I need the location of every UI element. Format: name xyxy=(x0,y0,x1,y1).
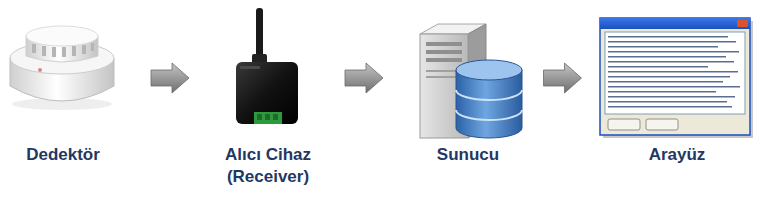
software-window-part xyxy=(608,51,739,53)
flow-arrow xyxy=(544,63,582,93)
smoke-detector-part xyxy=(62,47,66,57)
software-window-part xyxy=(608,106,732,108)
receiver-device-part xyxy=(256,8,263,60)
software-window-part xyxy=(608,101,727,103)
software-window-part xyxy=(608,36,728,38)
device-label: Arayüz xyxy=(597,144,757,166)
smoke-detector-part xyxy=(42,46,46,56)
software-window-part xyxy=(605,32,745,114)
smoke-detector-part xyxy=(91,43,94,51)
receiver-device xyxy=(236,8,298,124)
software-window-part xyxy=(608,36,740,108)
software-window-part xyxy=(608,41,736,43)
device-node: Alıcı Cihaz (Receiver) xyxy=(216,18,320,192)
software-window-part xyxy=(608,96,735,98)
smoke-detector-part xyxy=(32,44,36,53)
device-node: Dedektör xyxy=(2,18,124,170)
server-database-part xyxy=(426,58,462,62)
smoke-detector xyxy=(10,26,114,110)
receiver-device-part xyxy=(273,114,278,120)
smoke-detector-part xyxy=(72,46,76,56)
smoke-detector-part xyxy=(38,68,42,72)
smoke-detector-part xyxy=(82,45,86,54)
software-window-part xyxy=(608,46,718,48)
device-node: Sunucu xyxy=(408,18,528,170)
software-window xyxy=(600,18,753,138)
device-label: Dedektör xyxy=(2,144,124,166)
smoke-detector-part xyxy=(26,26,98,46)
server-database-part xyxy=(456,110,522,120)
server-database-part xyxy=(426,76,456,78)
software-window-part xyxy=(608,56,726,58)
software-window-part xyxy=(646,119,678,130)
smoke-detector-part xyxy=(52,47,56,57)
server-database-part xyxy=(426,42,462,46)
software-window-part xyxy=(608,66,708,68)
software-window-part xyxy=(608,76,730,78)
software-window-part xyxy=(600,18,750,135)
software-window-part xyxy=(608,61,734,63)
software-window-part xyxy=(608,91,716,93)
receiver-device-part xyxy=(265,114,270,120)
server-database-part xyxy=(426,70,456,72)
software-window-part xyxy=(608,81,723,83)
flow-arrow xyxy=(345,63,383,93)
server-database xyxy=(420,24,522,138)
software-window-part xyxy=(608,86,740,88)
software-window-part xyxy=(600,18,750,29)
device-label: Sunucu xyxy=(408,144,528,166)
receiver-device-part xyxy=(257,114,262,120)
receiver-device-part xyxy=(240,66,260,69)
flow-arrow xyxy=(151,63,189,93)
receiver-device-part xyxy=(254,112,282,124)
server-database-part xyxy=(426,50,462,54)
software-window-part xyxy=(737,20,748,27)
device-node: Arayüz xyxy=(597,18,757,170)
software-window-part xyxy=(608,119,640,130)
software-window-part xyxy=(608,71,738,73)
server-database-part xyxy=(456,60,522,80)
receiver-device-part xyxy=(236,62,298,124)
server-database-part xyxy=(456,90,522,100)
device-label: Alıcı Cihaz (Receiver) xyxy=(216,144,320,188)
